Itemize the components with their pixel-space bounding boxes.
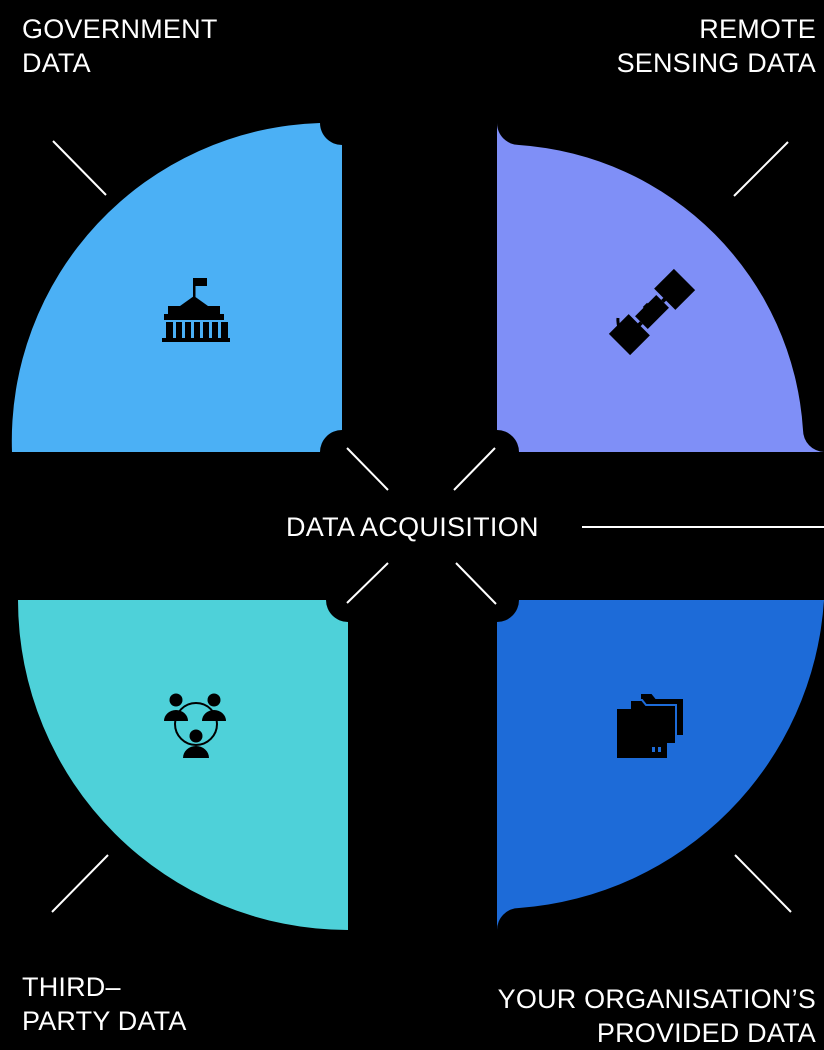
center-line-bottom-left xyxy=(346,562,389,604)
connector-line-government xyxy=(52,140,107,196)
quadrant-government[interactable] xyxy=(11,123,343,452)
quadrant-organisation[interactable] xyxy=(497,600,824,930)
connector-line-organisation xyxy=(734,854,792,913)
folders-icon xyxy=(617,692,685,758)
government-label-line2: DATA xyxy=(22,48,91,78)
organisation-label-line1: YOUR ORGANISATION’S xyxy=(497,984,816,1014)
third-party-label-line2: PARTY DATA xyxy=(22,1006,187,1036)
organisation-label-line2: PROVIDED DATA xyxy=(596,1018,816,1048)
center-line-bottom-right xyxy=(455,562,497,605)
remote-sensing-data-label: REMOTE SENSING DATA xyxy=(617,12,816,80)
center-line-top-left xyxy=(346,447,389,491)
connector-line-remote-sensing xyxy=(733,141,789,197)
people-network-icon xyxy=(164,693,226,758)
center-line-top-right xyxy=(453,447,496,491)
remote-sensing-label-line1: REMOTE xyxy=(699,14,816,44)
satellite-signal-icon xyxy=(616,317,641,342)
organisation-data-label: YOUR ORGANISATION’S PROVIDED DATA xyxy=(498,982,816,1050)
government-data-label: GOVERNMENT DATA xyxy=(22,12,218,80)
connector-line-third-party xyxy=(51,854,109,913)
third-party-label-line1: THIRD– xyxy=(22,972,121,1002)
government-label-line1: GOVERNMENT xyxy=(22,14,218,44)
data-acquisition-title: DATA ACQUISITION xyxy=(286,512,539,542)
third-party-data-label: THIRD– PARTY DATA xyxy=(22,970,187,1038)
quadrant-third-party[interactable] xyxy=(18,600,348,930)
remote-sensing-label-line2: SENSING DATA xyxy=(616,48,816,78)
government-building-icon xyxy=(162,278,230,342)
